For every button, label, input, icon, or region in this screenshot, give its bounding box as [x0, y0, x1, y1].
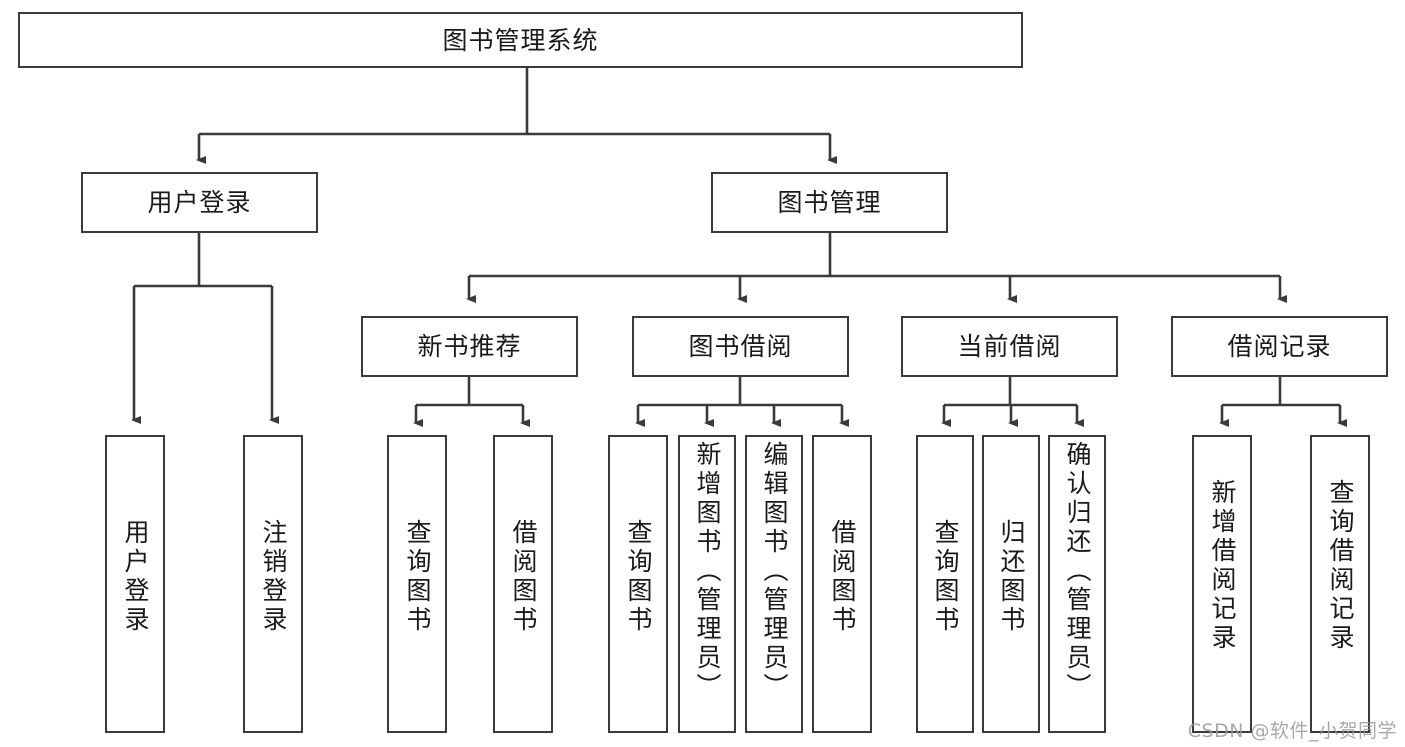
leaf-user-logout[interactable]: 注销登录 — [243, 435, 303, 733]
node-label: 新增借阅记录 — [1208, 479, 1237, 653]
node-new-book-recommend[interactable]: 新书推荐 — [361, 316, 578, 377]
node-root-system[interactable]: 图书管理系统 — [18, 12, 1023, 68]
node-label: 注销登录 — [259, 519, 288, 635]
node-book-manage[interactable]: 图书管理 — [711, 172, 948, 233]
node-label: 查询图书 — [624, 519, 653, 635]
leaf-borrow-book-recommend[interactable]: 借阅图书 — [493, 435, 553, 733]
leaf-confirm-return[interactable]: 确认归还（管理员） — [1048, 435, 1106, 733]
node-label: 新增图书（管理员） — [693, 441, 722, 702]
node-label: 当前借阅 — [957, 332, 1062, 361]
leaf-add-borrow-record[interactable]: 新增借阅记录 — [1192, 435, 1252, 733]
node-label: 用户登录 — [147, 188, 252, 217]
node-label: 查询图书 — [931, 519, 960, 635]
leaf-edit-book[interactable]: 编辑图书（管理员） — [745, 435, 803, 733]
leaf-query-book-borrow[interactable]: 查询图书 — [608, 435, 668, 733]
node-label: 编辑图书（管理员） — [760, 441, 789, 702]
node-label: 借阅记录 — [1227, 332, 1332, 361]
node-label: 借阅图书 — [509, 519, 538, 635]
node-borrow-record[interactable]: 借阅记录 — [1171, 316, 1388, 377]
node-user-login[interactable]: 用户登录 — [81, 172, 318, 233]
node-label: 图书管理系统 — [442, 25, 599, 55]
leaf-query-book-recommend[interactable]: 查询图书 — [387, 435, 447, 733]
node-label: 归还图书 — [997, 519, 1026, 635]
node-label: 查询图书 — [403, 519, 432, 635]
node-label: 查询借阅记录 — [1326, 479, 1355, 653]
node-book-borrow[interactable]: 图书借阅 — [632, 316, 849, 377]
leaf-user-login[interactable]: 用户登录 — [105, 435, 165, 733]
node-label: 用户登录 — [121, 519, 150, 635]
csdn-watermark: CSDN @软件_小贺同学 — [1187, 720, 1397, 742]
leaf-borrow-book[interactable]: 借阅图书 — [812, 435, 872, 733]
node-label: 借阅图书 — [828, 519, 857, 635]
leaf-query-book-current[interactable]: 查询图书 — [916, 435, 974, 733]
node-label: 新书推荐 — [417, 332, 522, 361]
node-label: 图书管理 — [777, 188, 882, 217]
node-current-borrow[interactable]: 当前借阅 — [901, 316, 1118, 377]
leaf-add-book[interactable]: 新增图书（管理员） — [678, 435, 736, 733]
leaf-return-book[interactable]: 归还图书 — [982, 435, 1040, 733]
leaf-query-borrow-record[interactable]: 查询借阅记录 — [1310, 435, 1370, 733]
node-label: 图书借阅 — [688, 332, 793, 361]
node-label: 确认归还（管理员） — [1063, 441, 1092, 702]
